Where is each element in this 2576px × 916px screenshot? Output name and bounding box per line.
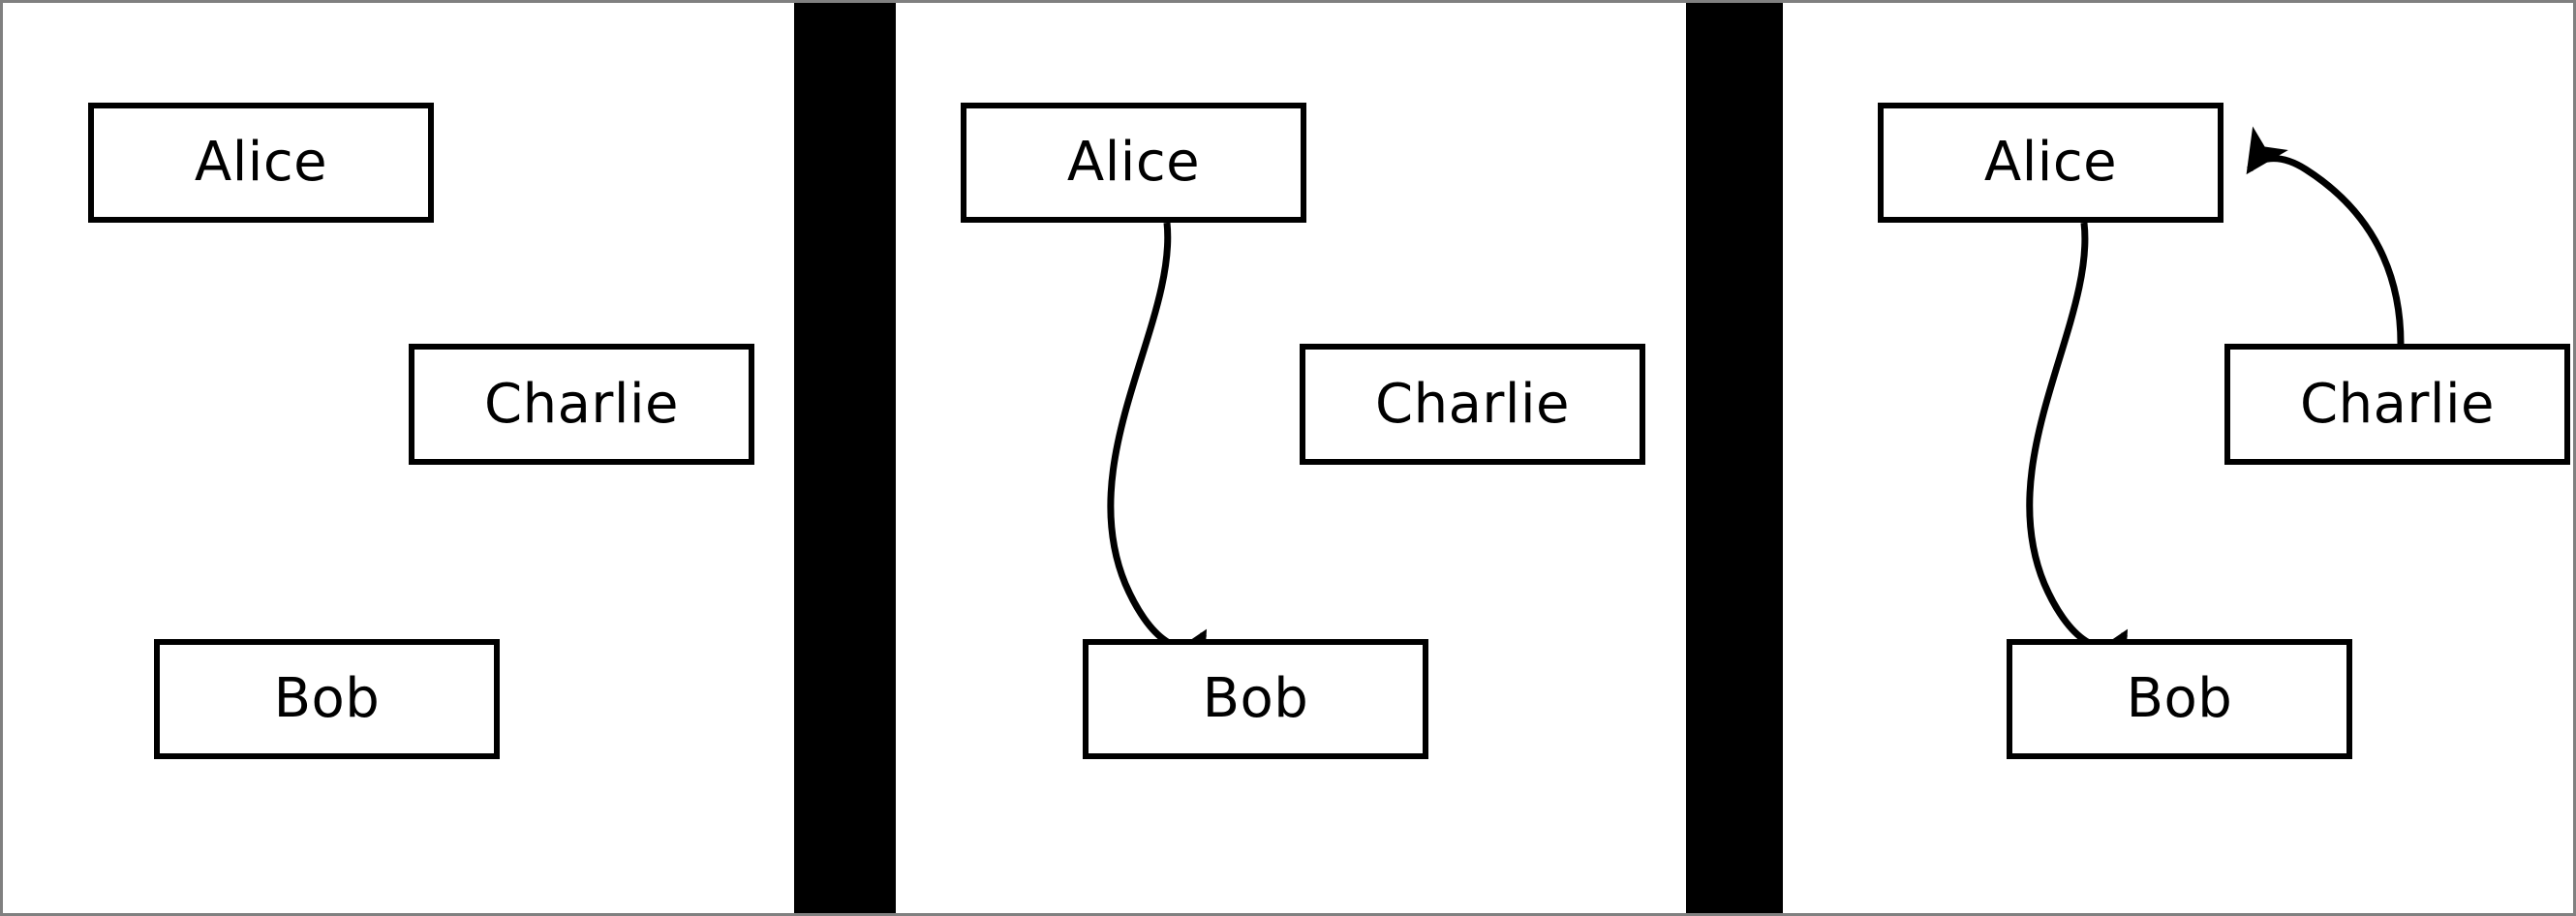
node-bob-panel-2[interactable]: Bob [1083, 639, 1428, 759]
node-label: Charlie [483, 372, 679, 436]
node-bob-panel-1[interactable]: Bob [154, 639, 500, 759]
node-bob-panel-3[interactable]: Bob [2007, 639, 2352, 759]
panel-1: Alice Charlie Bob [6, 3, 794, 913]
node-charlie-panel-2[interactable]: Charlie [1300, 344, 1645, 465]
edge-alice-to-bob [2026, 222, 2129, 678]
panel-2: Alice Charlie Bob [896, 3, 1686, 913]
node-charlie-panel-1[interactable]: Charlie [409, 344, 754, 465]
node-label: Bob [2126, 667, 2233, 730]
node-label: Charlie [1374, 372, 1570, 436]
node-label: Alice [1066, 131, 1201, 194]
node-alice-panel-3[interactable]: Alice [1878, 103, 2223, 223]
edge-alice-to-bob [1107, 222, 1208, 678]
panel-3: Alice Charlie Bob [1783, 3, 2573, 913]
edge-charlie-to-alice [2246, 126, 2405, 345]
node-label: Bob [273, 667, 381, 730]
node-label: Alice [194, 131, 328, 194]
node-charlie-panel-3[interactable]: Charlie [2224, 344, 2570, 465]
node-alice-panel-1[interactable]: Alice [88, 103, 434, 223]
node-label: Bob [1202, 667, 1309, 730]
node-alice-panel-2[interactable]: Alice [961, 103, 1306, 223]
node-label: Alice [1983, 131, 2118, 194]
panel-separator-1 [794, 3, 896, 913]
node-label: Charlie [2299, 372, 2495, 436]
panel-separator-2 [1686, 3, 1783, 913]
